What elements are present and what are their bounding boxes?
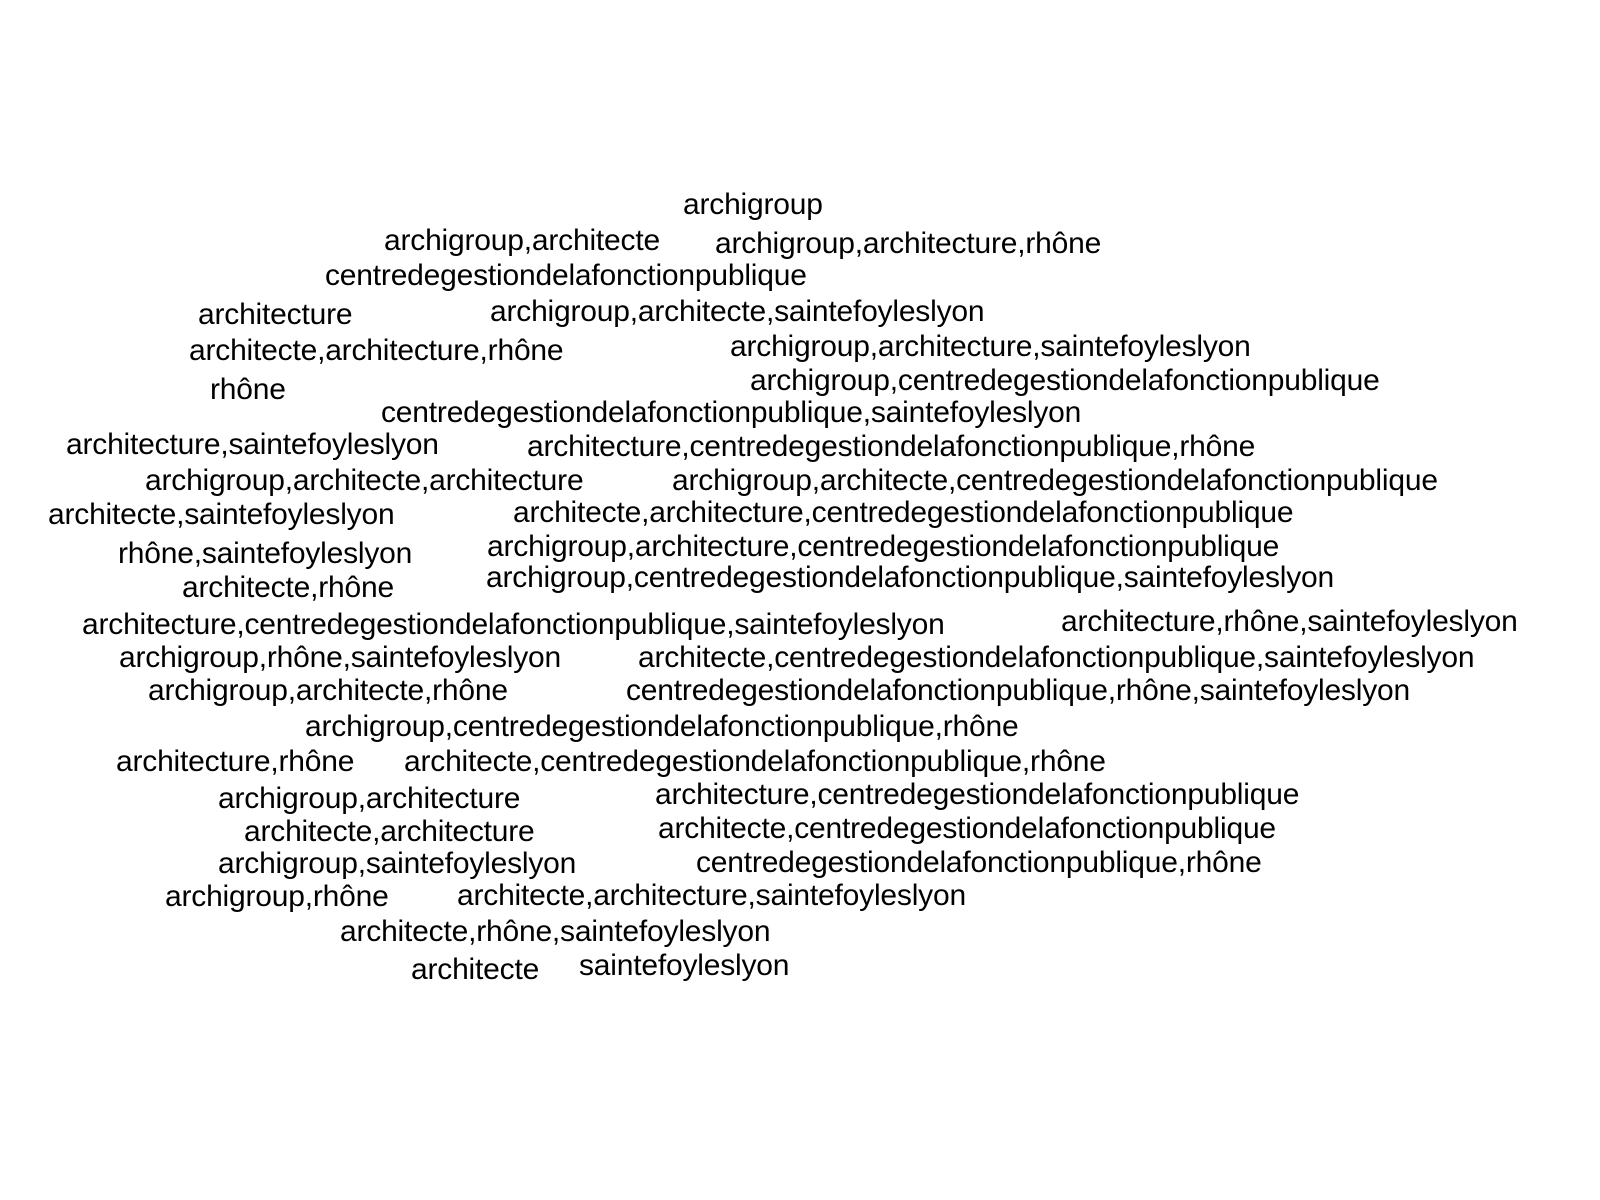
cloud-term: architecte,architecture,centredegestiond…: [513, 496, 1294, 529]
cloud-term: archigroup,architecte,architecture: [145, 464, 584, 497]
cloud-term: architecte,centredegestiondelafonctionpu…: [404, 745, 1106, 778]
cloud-term: architecte,centredegestiondelafonctionpu…: [658, 812, 1276, 845]
cloud-term: archigroup,architecture: [218, 782, 521, 815]
cloud-term: archigroup,architecte: [384, 224, 660, 257]
cloud-term: architecte,centredegestiondelafonctionpu…: [638, 641, 1475, 674]
cloud-term: centredegestiondelafonctionpublique,rhôn…: [626, 674, 1410, 707]
cloud-term: architecte,architecture: [244, 815, 535, 848]
cloud-term: architecte,rhône: [182, 571, 394, 604]
cloud-term: rhône: [210, 373, 286, 406]
cloud-term: centredegestiondelafonctionpublique,sain…: [381, 396, 1082, 429]
cloud-term: architecture,rhône,saintefoyleslyon: [1061, 605, 1518, 638]
cloud-term: archigroup,rhône: [165, 880, 389, 913]
cloud-term: archigroup: [683, 188, 823, 221]
cloud-term: archigroup,saintefoyleslyon: [218, 847, 577, 880]
cloud-term: architecture,centredegestiondelafonction…: [527, 430, 1256, 463]
cloud-term: archigroup,architecture,rhône: [715, 227, 1102, 260]
cloud-term: archigroup,architecture,saintefoyleslyon: [730, 330, 1251, 363]
cloud-term: archigroup,architecture,centredegestiond…: [487, 530, 1280, 563]
cloud-term: architecte,saintefoyleslyon: [48, 498, 395, 531]
cloud-term: architecture: [198, 298, 353, 331]
cloud-term: archigroup,architecte,saintefoyleslyon: [490, 295, 985, 328]
cloud-term: architecte,rhône,saintefoyleslyon: [340, 915, 771, 948]
cloud-term: centredegestiondelafonctionpublique,rhôn…: [696, 846, 1262, 879]
cloud-term: archigroup,architecte,centredegestiondel…: [672, 464, 1438, 497]
cloud-term: centredegestiondelafonctionpublique: [325, 259, 807, 292]
cloud-term: archigroup,rhône,saintefoyleslyon: [119, 641, 562, 674]
cloud-term: archigroup,architecte,rhône: [148, 674, 508, 707]
cloud-term: architecture,centredegestiondelafonction…: [655, 778, 1300, 811]
cloud-term: architecture,rhône: [116, 745, 355, 778]
cloud-term: archigroup,centredegestiondelafonctionpu…: [750, 364, 1380, 397]
cloud-term: rhône,saintefoyleslyon: [118, 537, 413, 570]
cloud-term: architecte,architecture,rhône: [189, 334, 564, 367]
cloud-term: saintefoyleslyon: [579, 949, 790, 982]
cloud-term: architecte: [411, 953, 540, 986]
cloud-term: archigroup,centredegestiondelafonctionpu…: [305, 710, 1019, 743]
cloud-term: architecture,centredegestiondelafonction…: [82, 608, 945, 641]
cloud-term: architecture,saintefoyleslyon: [66, 428, 439, 461]
cloud-term: archigroup,centredegestiondelafonctionpu…: [486, 561, 1334, 594]
cloud-term: architecte,architecture,saintefoyleslyon: [457, 879, 966, 912]
